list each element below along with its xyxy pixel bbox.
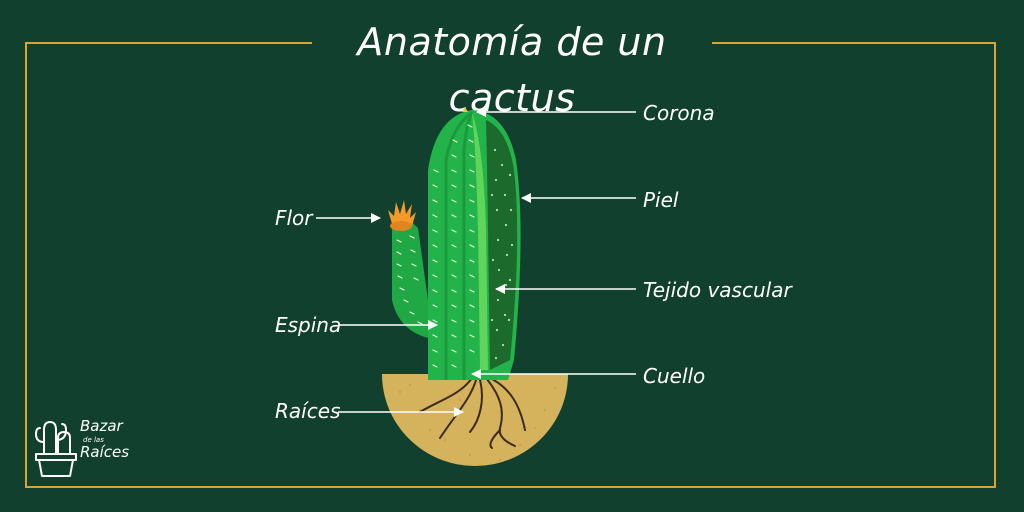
label-flor: Flor [275,206,313,230]
label-raices: Raíces [275,399,341,423]
vascular-tissue [490,148,514,360]
brand-logo: Bazar de las Raíces [30,414,140,480]
brand-name-line2: de las [83,436,104,444]
label-corona: Corona [643,101,715,125]
brand-name-line3: Raíces [80,443,130,461]
cactus-pot-icon [35,421,77,477]
brand-name-line1: Bazar [80,417,123,435]
soil-pot [382,374,568,466]
label-espina: Espina [275,313,342,337]
cactus-body [428,107,521,380]
flower [388,200,416,231]
label-tejido-vascular: Tejido vascular [643,278,792,302]
label-cuello: Cuello [643,364,706,388]
pointer-lines [316,107,636,417]
label-piel: Piel [643,188,679,212]
